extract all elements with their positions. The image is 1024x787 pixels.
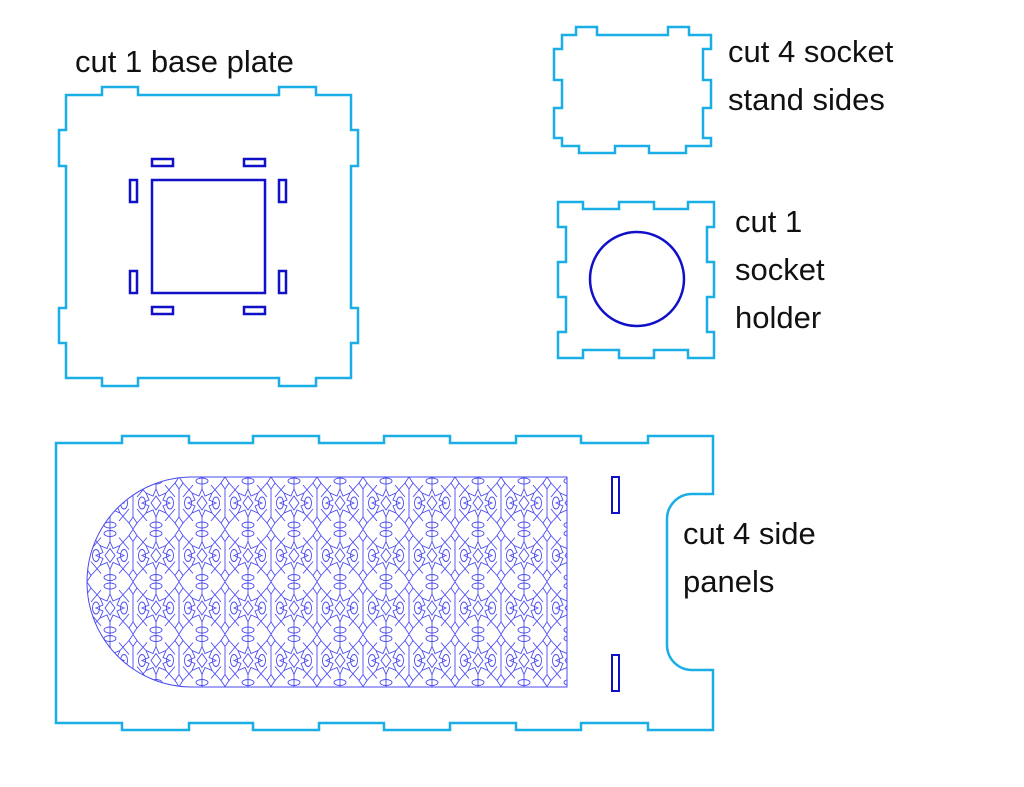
- side-panel-outline: [54, 434, 715, 732]
- base-plate-slots: [128, 157, 288, 316]
- base-plate-outline: [57, 85, 360, 388]
- side-panel-pattern-border: [86, 476, 568, 688]
- label-line: stand sides: [728, 82, 885, 117]
- base-plate-center-cutout: [150, 178, 267, 295]
- label-line: socket: [735, 252, 825, 287]
- label-line: panels: [683, 564, 775, 599]
- label-line: cut 1: [735, 204, 803, 239]
- side-panel-part: [54, 434, 715, 732]
- side-panel-slot-bottom: [611, 654, 620, 692]
- socket-stand-side-outline: [552, 25, 713, 155]
- socket-hole: [588, 230, 686, 328]
- socket-holder-part: [556, 200, 716, 360]
- side-panel-lattice-pattern: [87, 477, 567, 687]
- socket-holder-outline: [556, 200, 716, 360]
- side-panel-slot-top: [611, 476, 620, 514]
- label-line: cut 4 side: [683, 516, 816, 551]
- label-side-panels: cut 4 side panels: [683, 510, 816, 606]
- label-socket-holder: cut 1 socket holder: [735, 198, 825, 342]
- label-line: holder: [735, 300, 822, 335]
- base-plate-part: [57, 85, 360, 388]
- label-line: cut 4 socket: [728, 34, 894, 69]
- label-base-plate: cut 1 base plate: [75, 44, 294, 79]
- label-stand-sides: cut 4 socket stand sides: [728, 28, 893, 124]
